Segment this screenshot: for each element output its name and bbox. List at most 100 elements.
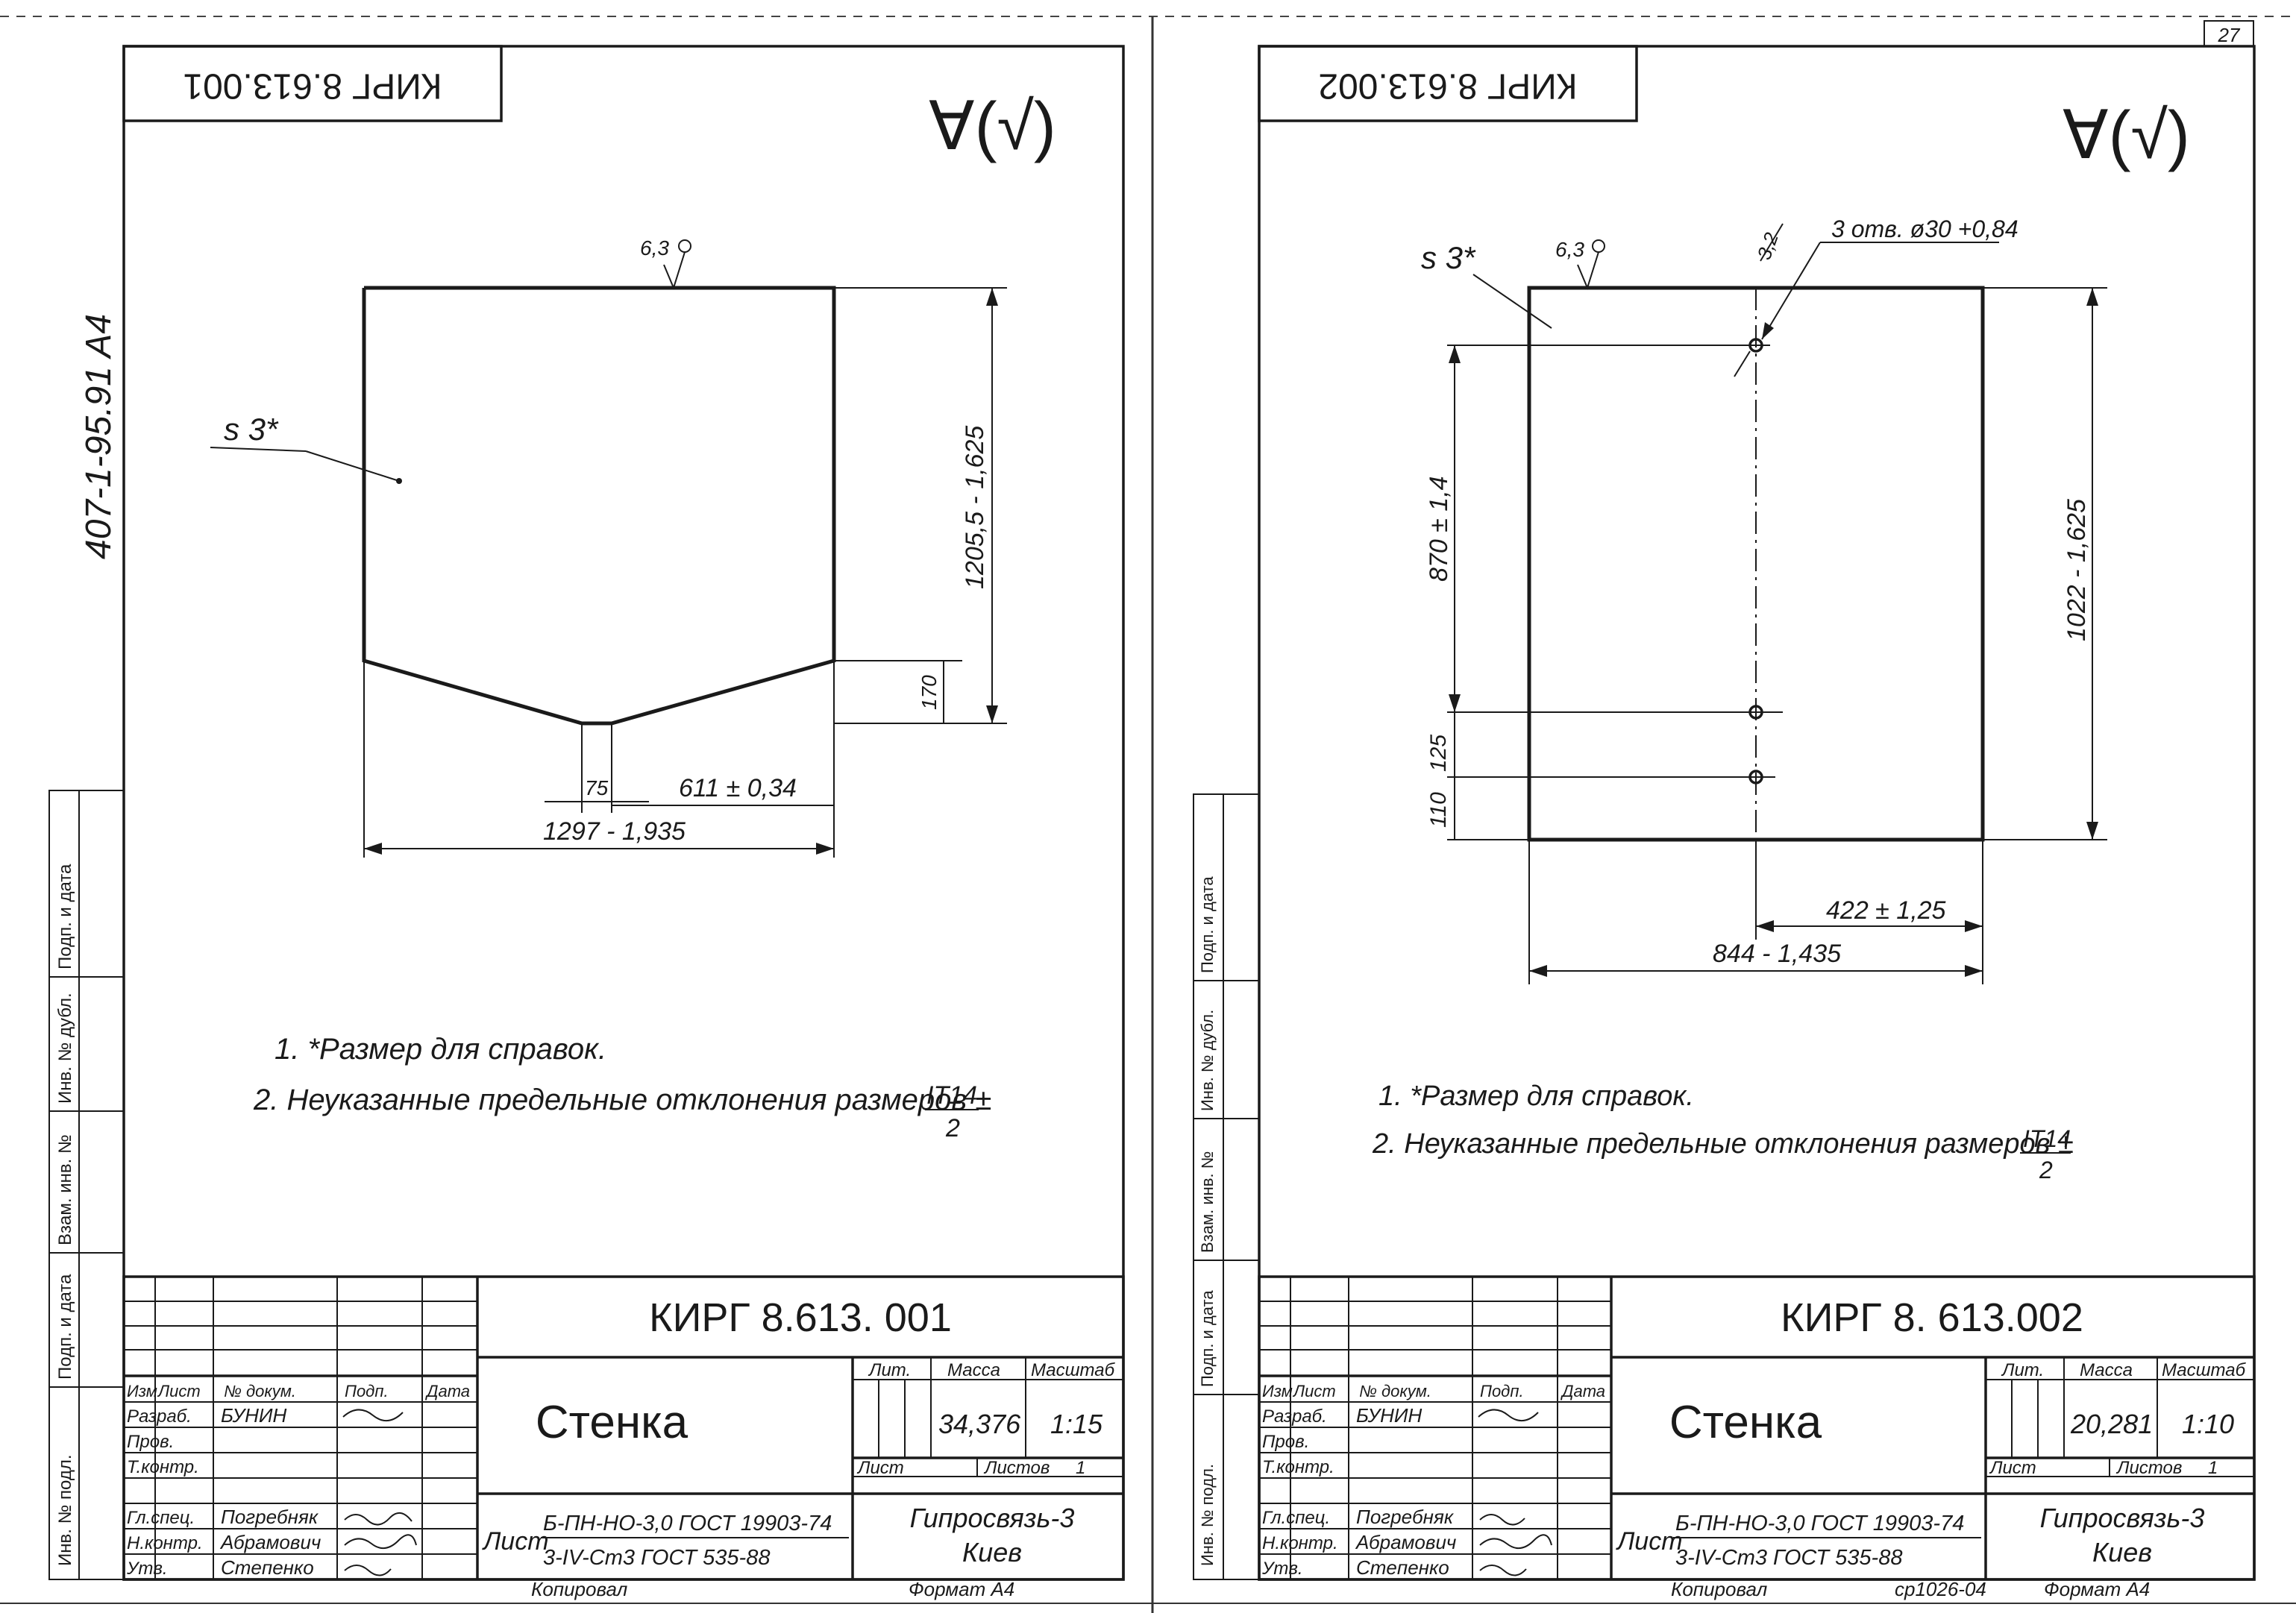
right-tb-mass: 20,281	[2070, 1409, 2153, 1439]
right-tb-role-4: Н.контр.	[1262, 1533, 1338, 1553]
right-signature-0	[1478, 1409, 1539, 1421]
right-tb-scale: 1:10	[2182, 1409, 2234, 1439]
right-roughness-label: 6,3	[1555, 238, 1584, 261]
left-tb-mass-label: Масса	[947, 1360, 1000, 1380]
left-dim-gap: 75	[585, 776, 609, 799]
right-tb-sheets-label: Листов	[2115, 1458, 2182, 1478]
side-document-code: 407-1-95.91 A4	[79, 314, 119, 559]
right-signature-4	[1479, 1534, 1552, 1549]
left-tb-mass: 34,376	[938, 1409, 1021, 1439]
left-top-code-box	[122, 45, 503, 122]
left-tb-org-2: Киев	[962, 1537, 1022, 1568]
left-tb-name-3: Погребняк	[221, 1506, 319, 1528]
right-hole-roughness: 3,2	[1752, 229, 1783, 262]
right-tb-h-izm: Изм	[1262, 1382, 1293, 1400]
left-tb-name-0: БУНИН	[221, 1404, 286, 1427]
right-margin-stamp	[1193, 793, 1260, 1580]
right-tb-material-2: 3-IV-Ст3 ГОСТ 535-88	[1675, 1546, 1902, 1570]
left-tb-role-2: Т.контр.	[127, 1457, 199, 1477]
right-tb-name: Стенка	[1669, 1397, 1822, 1448]
right-note-2-den: 2	[2039, 1157, 2053, 1183]
right-tb-role-2: Т.контр.	[1262, 1457, 1334, 1477]
left-tb-code: КИРГ 8.613. 001	[649, 1295, 952, 1340]
right-dim-width: 844 - 1,435	[1713, 940, 1841, 968]
left-tb-sheets-label: Листов	[983, 1458, 1050, 1478]
right-tb-role-0: Разраб.	[1262, 1406, 1327, 1427]
left-dim-height: 1205,5 - 1,625	[961, 426, 989, 589]
right-footer-copied: Копировал	[1671, 1578, 1768, 1600]
left-roughness-label: 6,3	[640, 236, 669, 260]
left-tb-lit-label: Лит.	[868, 1360, 911, 1380]
left-signature-3	[344, 1512, 413, 1526]
right-tb-role-3: Гл.спец.	[1262, 1508, 1330, 1528]
left-dim-offset: 611 ± 0,34	[679, 774, 797, 802]
right-tb-org-1: Гипросвязь-3	[2040, 1503, 2205, 1533]
right-top-code-box	[1258, 45, 1638, 122]
right-margin-label-podp-data-2: Подп. и дата	[1198, 876, 1217, 973]
margin-label-inv-dubl: Инв. № дубл.	[55, 993, 75, 1104]
left-tb-scale: 1:15	[1050, 1409, 1103, 1439]
left-surface-mark: ∀(√)	[929, 89, 1056, 164]
left-note-2-num: IT14	[926, 1081, 977, 1110]
left-tb-name-5: Степенко	[221, 1556, 314, 1579]
right-sheet: КИРГ 8.613.002 ∀(√) Инв. № подл. Подп. и…	[1193, 45, 2256, 1600]
right-tb-h-list: Лист	[1292, 1382, 1336, 1400]
right-margin-label-podp-data-1: Подп. и дата	[1198, 1290, 1217, 1387]
right-tb-material-prefix: Лист	[1616, 1527, 1683, 1556]
right-footer-code: ср1026-04	[1895, 1578, 1986, 1600]
right-surface-mark: ∀(√)	[2063, 98, 2190, 173]
right-dim-bottom: 110	[1426, 792, 1451, 828]
right-tb-mass-label: Масса	[2080, 1360, 2133, 1380]
left-tb-sheets-count: 1	[1076, 1458, 1085, 1478]
left-margin-stamp	[48, 790, 125, 1580]
left-tb-material-prefix: Лист	[482, 1527, 549, 1556]
right-tb-code: КИРГ 8. 613.002	[1781, 1295, 2083, 1340]
right-tb-role-5: Утв.	[1261, 1559, 1303, 1579]
page-number: 27	[2218, 24, 2241, 46]
right-tb-name-5: Степенко	[1356, 1556, 1449, 1579]
right-margin-label-inv-dubl: Инв. № дубл.	[1198, 1010, 1217, 1111]
right-tb-name-3: Погребняк	[1356, 1506, 1455, 1528]
left-tb-h-podp: Подп.	[345, 1382, 389, 1400]
left-tb-org-1: Гипросвязь-3	[910, 1503, 1075, 1533]
left-tb-h-data: Дата	[424, 1382, 470, 1400]
right-margin-label-vzam-inv: Взам. инв. №	[1198, 1151, 1217, 1253]
right-tb-h-data: Дата	[1560, 1382, 1605, 1400]
left-signature-5	[344, 1565, 392, 1576]
right-signature-3	[1479, 1514, 1525, 1526]
right-margin-label-inv-podl: Инв. № подл.	[1198, 1464, 1217, 1566]
margin-label-inv-podl: Инв. № подл.	[55, 1455, 75, 1567]
right-dim-height: 1022 - 1,625	[2063, 499, 2091, 641]
margin-label-podp-data-2: Подп. и дата	[55, 864, 75, 969]
left-footer-format: Формат А4	[909, 1578, 1014, 1600]
right-tb-sheet-label: Лист	[1989, 1458, 2036, 1478]
margin-label-vzam-inv: Взам. инв. №	[55, 1134, 75, 1245]
left-material-note: s 3*	[224, 412, 279, 447]
left-sheet: КИРГ 8.613.001 ∀(√) Инв. № подл. Подп. и…	[48, 45, 1125, 1600]
right-tb-name-4: Абрамович	[1355, 1531, 1456, 1553]
right-tb-material-1: Б-ПН-НО-3,0 ГОСТ 19903-74	[1675, 1512, 1964, 1535]
right-hole-callout: 3 отв. ø30 +0,84	[1831, 216, 2019, 242]
left-tb-h-list: Лист	[157, 1382, 201, 1400]
left-tb-name: Стенка	[536, 1397, 689, 1448]
left-tb-role-4: Н.контр.	[127, 1533, 203, 1553]
right-dim-half-width: 422 ± 1,25	[1826, 896, 1946, 925]
left-tb-scale-label: Масштаб	[1031, 1360, 1116, 1380]
right-footer-format: Формат А4	[2044, 1578, 2150, 1600]
left-signature-4	[344, 1534, 417, 1549]
right-note-1: 1. *Размер для справок.	[1378, 1081, 1694, 1112]
right-note-2-num: IT14	[2023, 1125, 2071, 1152]
right-tb-lit-label: Лит.	[2001, 1360, 2044, 1380]
right-material-note: s 3*	[1421, 240, 1476, 275]
left-tb-h-dokum: № докум.	[224, 1382, 296, 1400]
right-top-code: КИРГ 8.613.002	[1318, 66, 1577, 105]
left-dim-side: 170	[918, 675, 941, 710]
left-tb-name-4: Абрамович	[219, 1531, 321, 1553]
left-note-1: 1. *Размер для справок.	[275, 1033, 606, 1066]
left-note-2-den: 2	[945, 1114, 960, 1142]
left-tb-material-2: 3-IV-Ст3 ГОСТ 535-88	[543, 1546, 770, 1570]
right-tb-sheets-count: 1	[2208, 1458, 2218, 1478]
left-part-outline	[362, 286, 836, 726]
left-tb-h-izm: Изм	[127, 1382, 157, 1400]
